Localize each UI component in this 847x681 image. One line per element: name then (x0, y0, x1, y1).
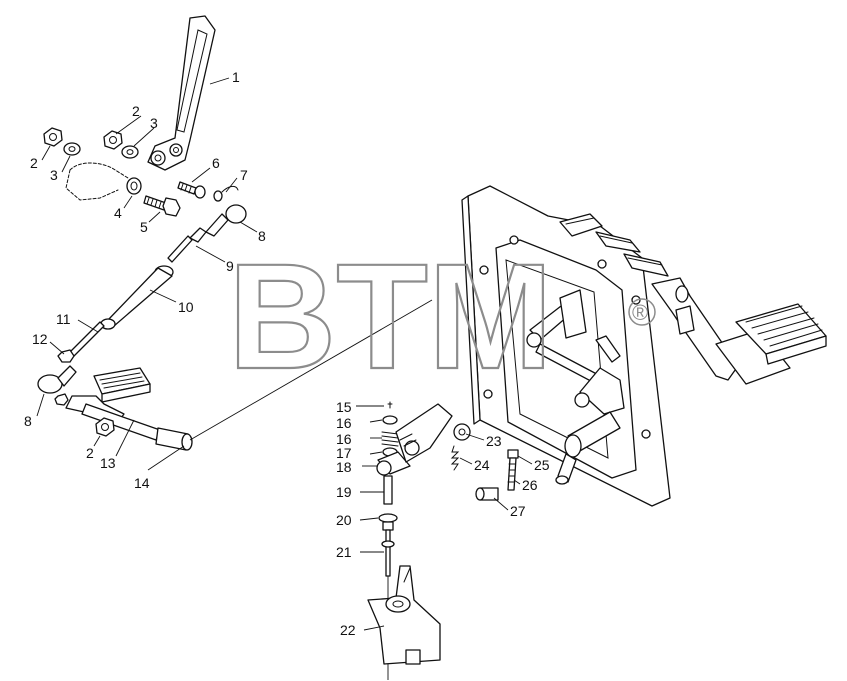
nut-upper (103, 130, 123, 150)
callout-21: 21 (336, 544, 352, 560)
lock-nut-small (57, 349, 75, 363)
callout-7: 7 (240, 167, 248, 183)
tension-spring (450, 445, 460, 471)
threaded-rod (167, 227, 207, 263)
stop-bolt (507, 449, 519, 491)
watermark: BTM ® (227, 231, 656, 401)
callout-27: 27 (510, 503, 526, 519)
pedal-lever (147, 15, 216, 171)
callout-17: 16 (336, 431, 352, 447)
push-rod (69, 321, 105, 357)
callout-14: 14 (134, 475, 150, 491)
callout-23: 23 (486, 433, 502, 449)
valve-lever (395, 403, 471, 463)
callout-3-left: 3 (50, 167, 58, 183)
callout-1: 1 (232, 69, 240, 85)
callout-8-upper: 8 (258, 228, 266, 244)
callout-11: 11 (56, 311, 71, 327)
callout-26: 26 (522, 477, 538, 493)
callout-3-upper: 3 (150, 115, 158, 131)
bolt (143, 195, 181, 217)
retaining-pin (213, 185, 239, 202)
callout-6: 6 (212, 155, 220, 171)
cylinder (100, 265, 174, 330)
nut-lower (95, 417, 115, 437)
lower-pedal (65, 367, 161, 441)
callout-8-lower: 8 (24, 413, 32, 429)
callout-2-upper: 2 (132, 103, 140, 119)
callout-4: 4 (114, 205, 122, 221)
callouts: 1 2 2 2 3 3 4 5 6 7 8 8 9 10 11 12 13 14… (24, 69, 550, 638)
callout-5: 5 (140, 219, 148, 235)
rod-end-lower (37, 365, 77, 394)
callout-16-upper: 16 (336, 415, 352, 431)
watermark-registered-mark: ® (632, 300, 648, 325)
cap-nut (475, 487, 499, 501)
small-bolt (177, 181, 206, 199)
watermark-text: BTM (228, 232, 553, 400)
callout-16-lower: 17 (336, 445, 352, 461)
washer-left (63, 142, 81, 156)
callout-20: 20 (336, 512, 352, 528)
callout-18: 18 (336, 459, 352, 475)
nut-left (43, 127, 63, 147)
callout-15: 15 (336, 399, 352, 415)
brake-pedal (651, 277, 827, 385)
pedal-bracket (559, 213, 669, 277)
callout-9: 9 (226, 258, 234, 274)
callout-2-lower: 2 (86, 445, 94, 461)
lock-washer (126, 177, 142, 195)
washer-upper (121, 145, 139, 159)
callout-25: 25 (534, 457, 550, 473)
pedal-shaft (155, 427, 193, 451)
callout-22: 22 (340, 622, 356, 638)
callout-19: 19 (336, 484, 352, 500)
small-nut-lower (54, 393, 69, 406)
linkage-rod (526, 289, 625, 415)
spring-clip (65, 162, 129, 201)
master-cylinder (555, 411, 621, 485)
mounting-bracket (367, 565, 441, 665)
callout-12: 12 (32, 331, 48, 347)
assembly-line (189, 299, 433, 441)
callout-24: 24 (474, 457, 490, 473)
leader-lines (36, 77, 533, 631)
callout-2-left: 2 (30, 155, 38, 171)
callout-13: 13 (100, 455, 116, 471)
callout-10: 10 (178, 299, 194, 315)
